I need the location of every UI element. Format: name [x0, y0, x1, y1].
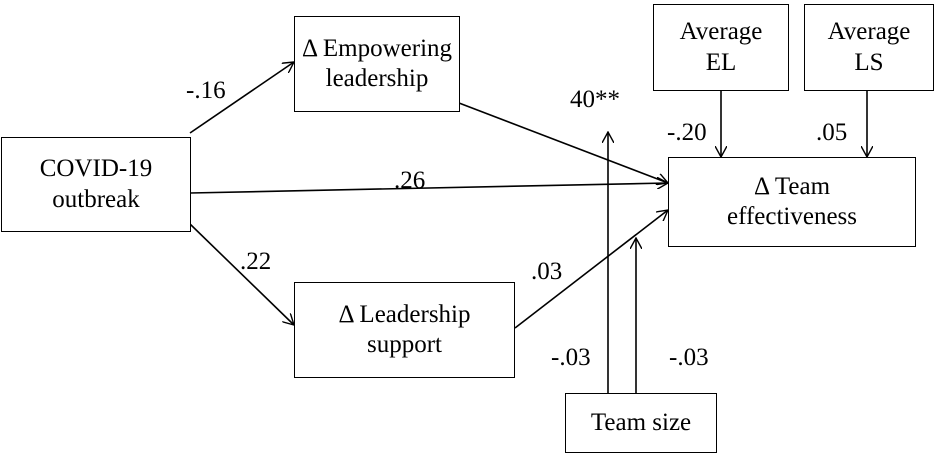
leadership-support-label-line1: Δ Leadership — [338, 300, 471, 328]
covid-outbreak-label-line2: outbreak — [52, 185, 140, 213]
average-ls-label-line1: Average — [827, 18, 911, 45]
coef-team-size-moderation-2: -.03 — [669, 344, 709, 371]
average-ls-label-line2: LS — [854, 48, 884, 76]
empowering-leadership-label-line1: Δ Empowering — [301, 34, 453, 62]
average-el-box: Average EL — [653, 4, 789, 91]
coef-support-to-team-effectiveness: .03 — [531, 258, 563, 285]
team-size-box: Team size — [565, 393, 717, 453]
covid-outbreak-label-line1: COVID-19 — [39, 155, 153, 182]
coef-average-el: -.20 — [667, 119, 707, 146]
coef-covid-to-support: .22 — [240, 248, 272, 275]
leadership-support-box: Δ Leadership support — [294, 282, 515, 378]
covid-outbreak-box: COVID-19 outbreak — [1, 137, 191, 232]
leadership-support-label-line2: support — [367, 331, 442, 358]
team-effectiveness-label-line2: effectiveness — [726, 203, 858, 230]
average-ls-box: Average LS — [804, 4, 934, 91]
team-effectiveness-box: Δ Team effectiveness — [668, 157, 916, 247]
team-effectiveness-label-line1: Δ Team — [753, 172, 831, 200]
empowering-leadership-label-line2: leadership — [325, 65, 429, 92]
coef-team-size-moderation-1: -.03 — [551, 344, 591, 371]
coef-average-ls: .05 — [816, 119, 848, 146]
coef-covid-to-team-effectiveness: .26 — [394, 167, 426, 194]
arrow-covid-to-team-effectiveness — [189, 183, 668, 194]
coef-covid-to-empowering: -.16 — [186, 77, 226, 104]
average-el-label-line2: EL — [705, 48, 737, 76]
arrow-support-to-team-effectiveness — [514, 210, 668, 329]
arrow-covid-to-support — [189, 223, 294, 325]
arrow-empowering-to-team-effectiveness — [458, 102, 668, 183]
coef-empowering-to-team-effectiveness: 40** — [570, 86, 620, 113]
arrow-covid-to-empowering — [189, 62, 294, 134]
empowering-leadership-box: Δ Empowering leadership — [294, 16, 460, 112]
average-el-label-line1: Average — [679, 18, 763, 45]
team-size-label: Team size — [590, 408, 692, 436]
